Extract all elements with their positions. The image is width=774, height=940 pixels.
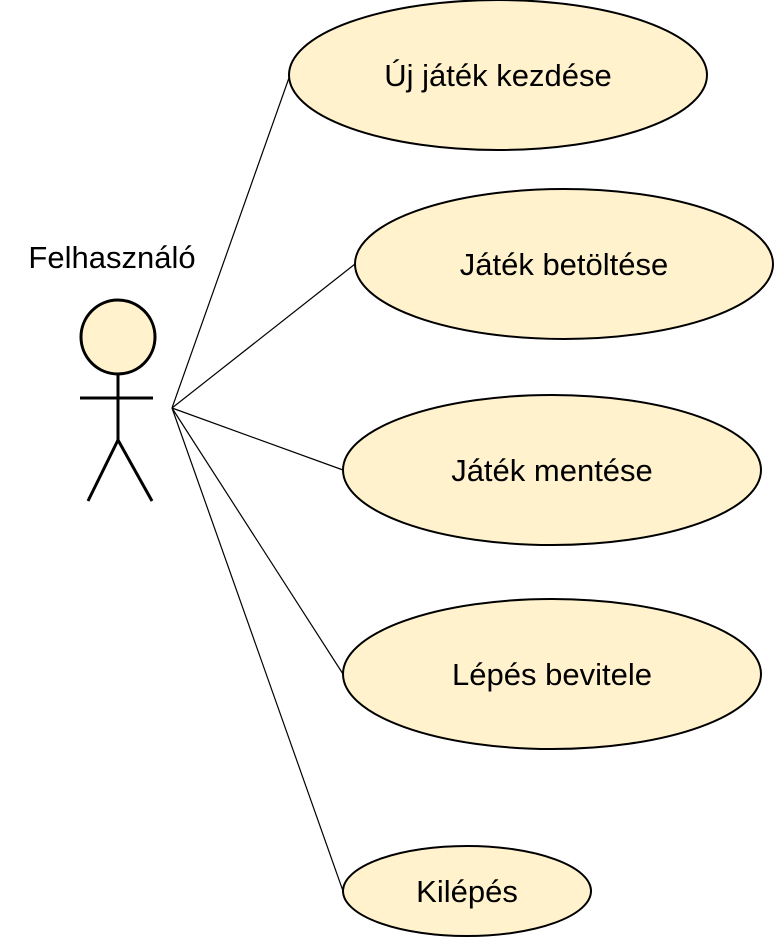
- actor-name: Felhasználó: [28, 240, 195, 275]
- actor-right-leg: [116, 439, 154, 502]
- use-case-ellipse[interactable]: [342, 598, 762, 750]
- use-case-ellipse[interactable]: [354, 188, 774, 340]
- stick-figure-icon: [79, 298, 157, 502]
- use-case-ellipse[interactable]: [342, 845, 592, 937]
- use-case-label: Új játék kezdése: [384, 58, 611, 93]
- use-case-save-game[interactable]: Játék mentése: [342, 394, 762, 546]
- use-case-exit[interactable]: Kilépés: [342, 845, 592, 937]
- use-case-ellipse[interactable]: [288, 0, 708, 151]
- use-case-label: Játék betöltése: [460, 247, 669, 282]
- actor: Felhasználó: [28, 240, 196, 502]
- use-case-label: Kilépés: [416, 874, 518, 909]
- use-case-label: Játék mentése: [451, 453, 653, 488]
- association-line-enter-move: [171, 407, 344, 675]
- associations: [171, 74, 356, 892]
- use-case-new-game[interactable]: Új játék kezdése: [288, 0, 708, 151]
- actor-head: [79, 298, 157, 376]
- association-line-load-game: [171, 263, 356, 409]
- use-case-ellipse[interactable]: [342, 394, 762, 546]
- use-case-label: Lépés bevitele: [452, 657, 652, 692]
- actor-left-leg: [86, 439, 120, 502]
- association-line-new-game: [171, 74, 291, 409]
- use-case-enter-move[interactable]: Lépés bevitele: [342, 598, 762, 750]
- association-line-exit: [171, 407, 344, 892]
- association-line-save-game: [171, 407, 344, 471]
- use-case-load-game[interactable]: Játék betöltése: [354, 188, 774, 340]
